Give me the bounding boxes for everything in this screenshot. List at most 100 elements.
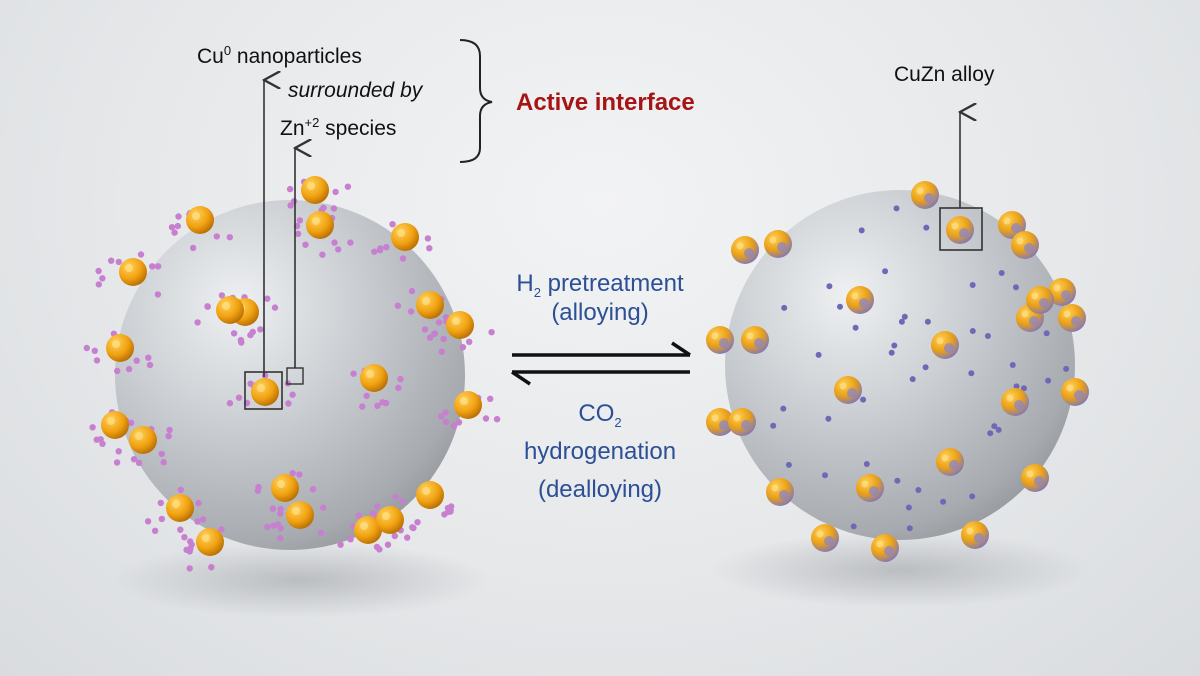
zn-species-dot — [1063, 365, 1070, 372]
zn-species-dot — [277, 534, 284, 542]
zn-species-dot — [969, 328, 976, 334]
cuzn-alloy-particle — [936, 448, 964, 476]
zn-species-dot — [187, 545, 194, 552]
cu-nanoparticle — [196, 528, 224, 556]
cuzn-alloy-particle — [1021, 464, 1049, 492]
zn-species-dot — [447, 508, 454, 515]
zn-species-dot — [226, 400, 234, 407]
cuzn-alloy-particle — [766, 478, 794, 506]
zn-species-dot — [909, 376, 916, 383]
zn-species-dot — [438, 348, 445, 355]
zn-species-dot — [815, 351, 822, 358]
cu-nanoparticle — [101, 411, 129, 439]
zn-species-dot — [285, 400, 292, 407]
zn-species-dot — [277, 505, 284, 513]
zn-species-dot — [781, 304, 788, 311]
zn-species-dot — [437, 413, 445, 420]
cuzn-alloy-particle — [728, 408, 756, 436]
cuzn-alloy-particle — [871, 534, 899, 562]
zn-species-dot — [987, 430, 994, 437]
zn-species-dot — [858, 227, 865, 234]
zn-species-dot — [399, 255, 407, 262]
left-sphere-shadow — [110, 542, 490, 618]
zn-species-dot — [154, 263, 162, 270]
zn-species-dot — [133, 357, 140, 364]
zn-species-dot — [175, 213, 182, 220]
cuzn-alloy-particle — [1001, 388, 1029, 416]
zn-species-dot — [337, 541, 344, 548]
zn-species-dot — [230, 330, 238, 337]
zn-selection-box — [286, 367, 304, 385]
zn-species-dot — [218, 292, 226, 299]
zn-species-dot — [330, 205, 338, 212]
zn-species-dot — [177, 526, 184, 533]
cu-nanoparticle — [446, 311, 474, 339]
zn-species-dot — [269, 505, 277, 512]
zn-species-dot — [335, 246, 342, 253]
cuzn-alloy-particle — [1061, 378, 1089, 406]
zn-species-dot — [151, 527, 159, 534]
zn-species-dot — [424, 235, 432, 242]
zn-species-dot — [195, 499, 202, 507]
zn-species-dot — [235, 394, 243, 401]
cuzn-alloy-particle — [846, 286, 874, 314]
zn-species-dot — [376, 546, 383, 553]
cu-selection-box — [244, 371, 283, 410]
cu-nanoparticle — [306, 211, 334, 239]
zn-species-dot — [399, 498, 406, 505]
zn-species-dot — [493, 416, 501, 423]
zn-species-dot — [459, 344, 467, 351]
cu-nanoparticle — [354, 516, 382, 544]
zn-species-dot — [319, 251, 326, 258]
zn-species-dot — [882, 268, 889, 275]
zn-species-dot — [391, 532, 398, 540]
zn-species-dot — [309, 486, 317, 493]
zn-species-dot — [127, 419, 135, 426]
cuzn-alloy-particle — [1011, 231, 1039, 259]
zn-species-dot — [166, 426, 173, 434]
zn-species-dot — [414, 519, 421, 526]
zn-species-dot — [442, 418, 449, 426]
zn-species-dot — [149, 263, 156, 270]
zn-species-dot — [450, 422, 457, 429]
zn-species-dot — [302, 241, 309, 248]
cu-nanoparticle — [119, 258, 147, 286]
zn-species-dot — [1045, 377, 1052, 384]
cu-nanoparticle — [416, 291, 444, 319]
zn-species-dot — [359, 403, 366, 410]
zn-species-dot — [894, 477, 901, 484]
zn-species-dot — [395, 384, 402, 391]
zn-species-dot — [426, 334, 434, 341]
equilibrium-arrows — [511, 341, 691, 386]
cu-nanoparticle — [251, 378, 279, 406]
zn-species-dot — [177, 486, 184, 493]
cu-nanoparticle — [376, 506, 404, 534]
zn-species-dot — [171, 229, 178, 236]
zn-species-dot — [455, 419, 463, 426]
zn-species-dot — [1013, 284, 1019, 291]
cu-nanoparticle — [129, 426, 157, 454]
zn-species-dot — [408, 287, 416, 295]
zn-species-dot — [940, 498, 947, 505]
zn-species-dot — [383, 244, 390, 251]
cuzn-alloy-particle — [1058, 304, 1086, 332]
zn-species-dot — [377, 245, 384, 252]
zn-species-label: Zn+2 species — [280, 115, 397, 140]
zn-species-dot — [158, 450, 165, 458]
zn-species-dot — [287, 202, 294, 209]
zn-species-dot — [374, 402, 381, 409]
zn-species-dot — [780, 405, 787, 412]
cuzn-alloy-particle — [931, 331, 959, 359]
zn-species-dot — [218, 526, 225, 533]
cuzn-alloy-particle — [731, 236, 759, 264]
cu-nanoparticle — [166, 494, 194, 522]
cu-nanoparticle — [216, 296, 244, 324]
zn-species-dot — [174, 222, 181, 230]
zn-species-dot — [822, 472, 828, 479]
cuzn-alloy-particle — [961, 521, 989, 549]
zn-species-dot — [893, 205, 900, 212]
cuzn-alloy-particle — [998, 211, 1026, 239]
zn-species-dot — [160, 459, 167, 466]
zn-species-dot — [837, 303, 843, 310]
cuzn-alloy-particle — [1048, 278, 1076, 306]
